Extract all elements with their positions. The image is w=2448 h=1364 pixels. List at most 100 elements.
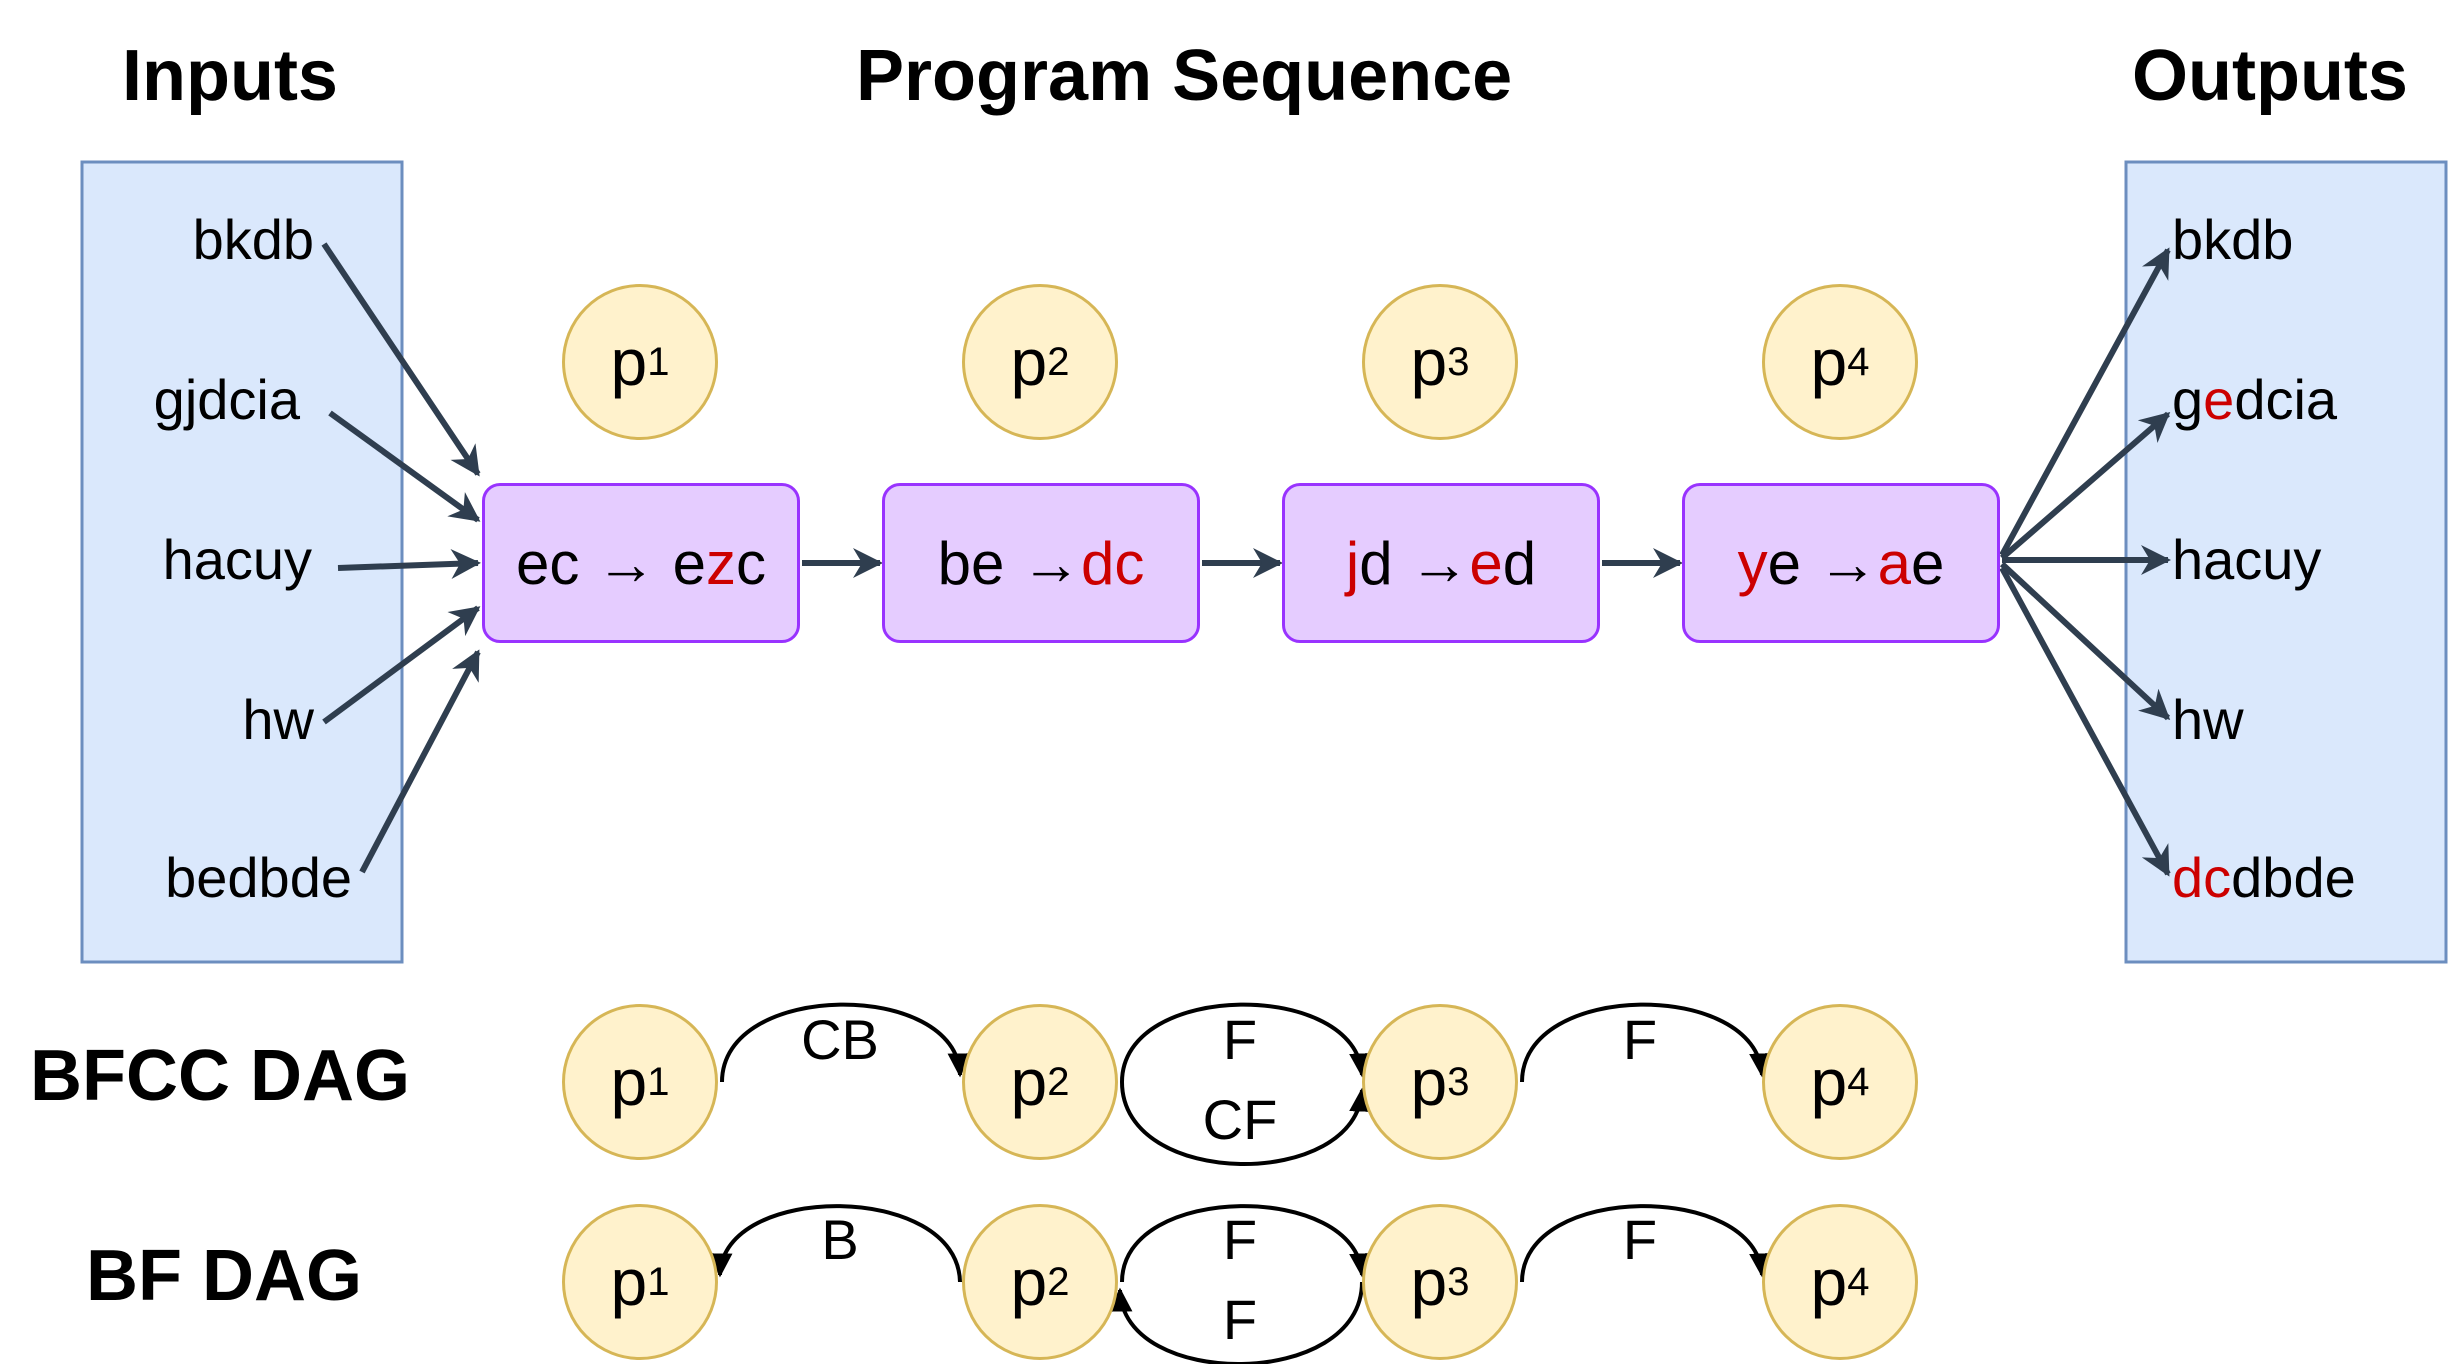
inputs-header: Inputs (122, 36, 338, 116)
node-sub: 4 (1847, 1059, 1870, 1104)
input-item-5: bedbde (165, 846, 352, 909)
bfcc-edge-p2-p3-top (1120, 1002, 1374, 1083)
node-label: p (610, 1245, 648, 1319)
output-arrow-5 (1999, 566, 2171, 877)
output-item-2: gedcia (2172, 372, 2337, 428)
bfcc-edge-p2-p3-bottom (1120, 1081, 1374, 1166)
bfcc-edge-p1-p2 (720, 1002, 972, 1083)
node-label: p (1010, 325, 1048, 399)
highlighted-text: z (706, 529, 737, 597)
input-arrows (321, 242, 481, 874)
node-sub: 2 (1047, 1059, 1070, 1104)
highlighted-text: a (1877, 529, 1912, 597)
bfcc-edge-label-p3-p4: F (1622, 1008, 1658, 1071)
input-arrow-3 (337, 548, 481, 579)
highlighted-text: y (1737, 529, 1768, 597)
highlighted-text: e (2203, 368, 2235, 431)
output-arrows (1999, 247, 2171, 877)
output-item-5: dcdbde (2172, 850, 2356, 906)
text-segment: c (736, 529, 767, 597)
text-segment: dcia (2234, 368, 2338, 431)
text-segment: bkdb (2172, 208, 2294, 271)
input-item-1: bkdb (192, 208, 314, 271)
bfcc-edges (720, 1002, 1774, 1166)
input-item-3: hacuy (162, 528, 312, 591)
text-segment: hw (2172, 688, 2244, 751)
output-arrow-2 (2000, 411, 2171, 561)
node-label: p (1410, 1245, 1448, 1319)
text-segment: ec → e (515, 529, 707, 597)
highlighted-text: j (1345, 529, 1360, 597)
node-label: p (1410, 325, 1448, 399)
bf-edges (708, 1204, 1774, 1364)
text-segment: hacuy (2172, 528, 2322, 591)
node-label: p (1010, 1045, 1048, 1119)
inputs-box (80, 160, 404, 964)
outputs-box (2124, 160, 2448, 964)
text-segment: d → (1359, 529, 1470, 597)
bfcc-edge-label-p1-p2: CB (801, 1008, 879, 1071)
node-sub: 3 (1447, 1059, 1470, 1104)
bfcc-edge-label-p2-p3-bottom: CF (1202, 1088, 1278, 1151)
output-arrow-4 (1999, 561, 2171, 721)
bf-edge-p3-p2-bottom (1108, 1281, 1364, 1364)
node-label: p (1010, 1245, 1048, 1319)
node-label: p (1810, 325, 1848, 399)
highlighted-text: e (1469, 529, 1503, 597)
bf-edge-p3-p4 (1520, 1204, 1774, 1283)
text-segment: e → (1767, 529, 1878, 597)
program-sequence-header: Program Sequence (856, 36, 1513, 116)
bf-dag-label: BF DAG (86, 1236, 362, 1316)
node-sub: 1 (647, 1259, 670, 1304)
bf-edge-label-p2-p1: B (821, 1208, 859, 1271)
bf-edge-label-p3-p2-bottom: F (1222, 1288, 1258, 1351)
bfcc-edge-p3-p4 (1520, 1002, 1774, 1083)
input-arrow-4 (322, 605, 481, 725)
node-sub: 2 (1047, 339, 1070, 384)
text-segment: be → (937, 529, 1082, 597)
node-sub: 4 (1847, 339, 1870, 384)
bf-edge-label-p3-p4: F (1622, 1208, 1658, 1271)
bf-edge-p2-p3-top (1120, 1204, 1374, 1283)
bf-edge-p2-p1 (708, 1204, 962, 1283)
output-item-3: hacuy (2172, 532, 2321, 588)
output-arrow-1 (1999, 247, 2171, 557)
bfcc-edge-label-p2-p3-top: F (1222, 1008, 1258, 1071)
rule-box-2: be → dc (882, 483, 1200, 643)
input-arrow-1 (321, 242, 481, 477)
node-label: p (610, 325, 648, 399)
node-sub: 4 (1847, 1259, 1870, 1304)
highlighted-text: dc (2172, 846, 2232, 909)
node-sub: 3 (1447, 1259, 1470, 1304)
node-sub: 3 (1447, 339, 1470, 384)
node-label: p (1810, 1045, 1848, 1119)
text-segment: d (1502, 529, 1537, 597)
text-segment: g (2172, 368, 2204, 431)
node-sub: 1 (647, 1059, 670, 1104)
output-item-4: hw (2172, 692, 2244, 748)
input-arrow-2 (328, 410, 481, 523)
text-segment: e (1911, 529, 1945, 597)
node-sub: 1 (647, 339, 670, 384)
node-label: p (610, 1045, 648, 1119)
input-arrow-5 (359, 649, 481, 874)
output-item-1: bkdb (2172, 212, 2293, 268)
node-label: p (1810, 1245, 1848, 1319)
outputs-header: Outputs (2132, 36, 2408, 116)
bfcc-dag-label: BFCC DAG (30, 1036, 410, 1116)
node-label: p (1410, 1045, 1448, 1119)
